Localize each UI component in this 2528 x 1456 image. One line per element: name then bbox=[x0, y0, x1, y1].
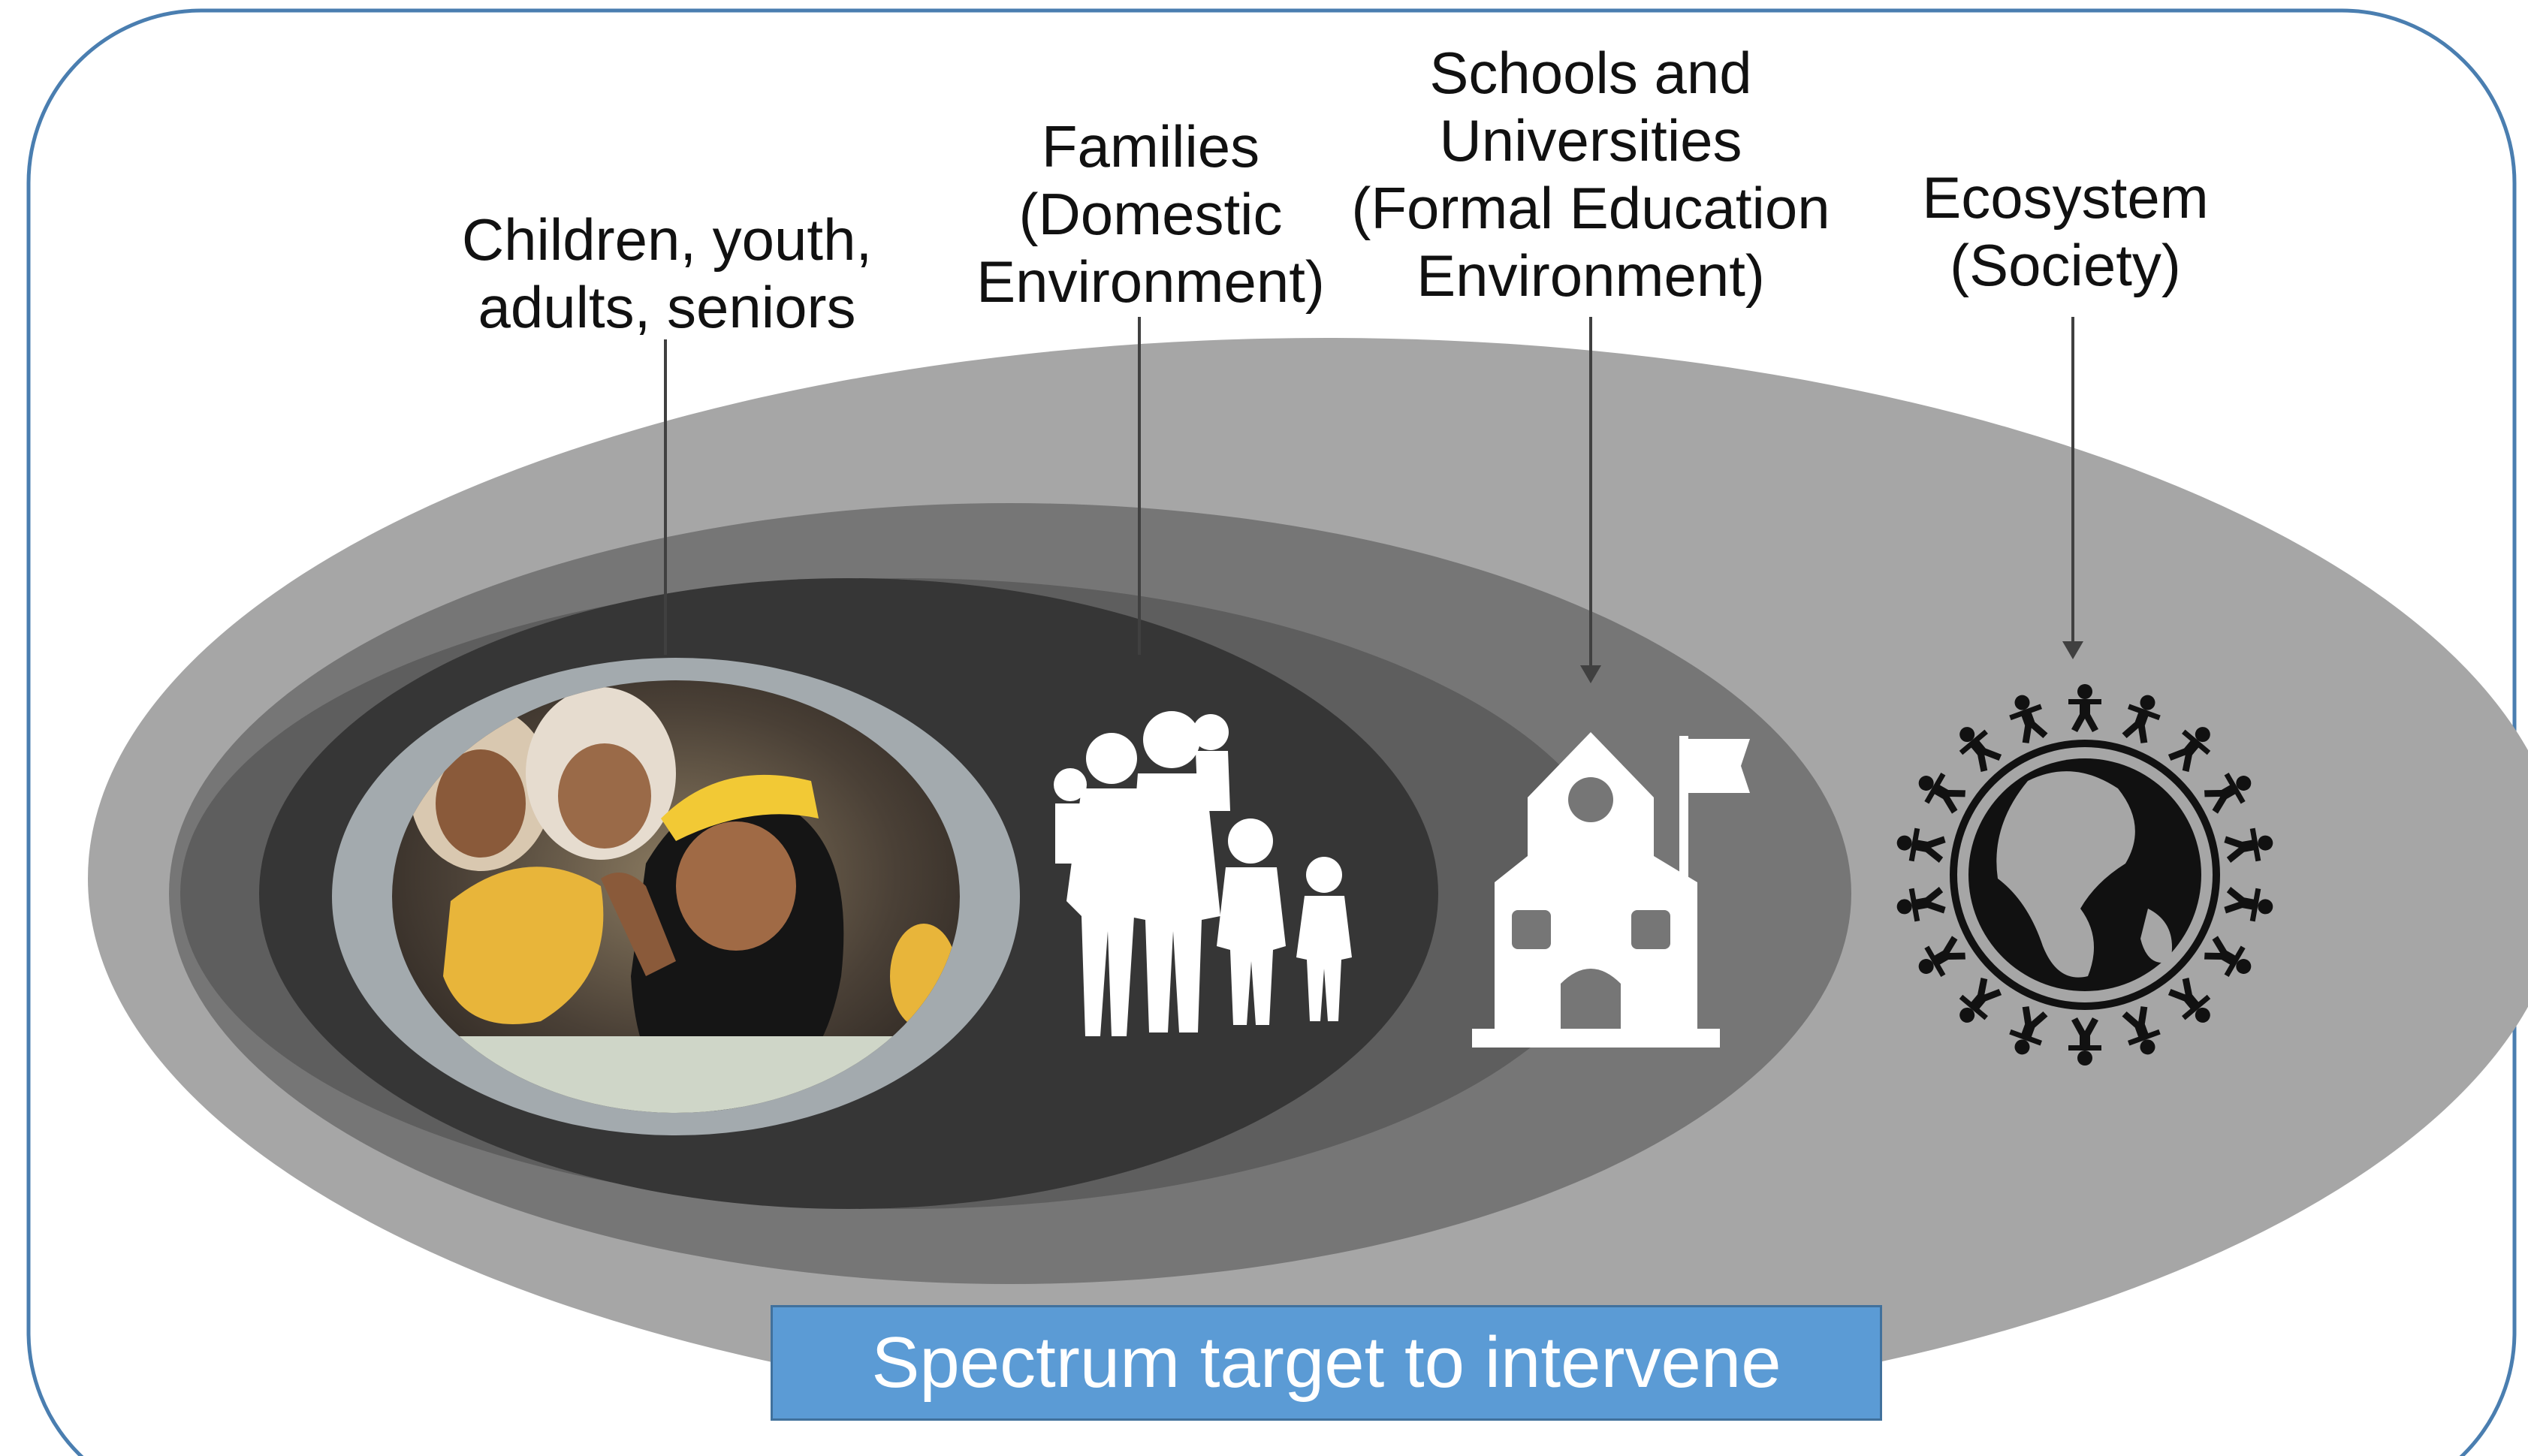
family-silhouette-icon bbox=[1054, 711, 1352, 1036]
label-families-line-2: (Domestic bbox=[1018, 181, 1283, 247]
ring-person-icon bbox=[1896, 887, 1946, 922]
spectrum-banner: Spectrum target to intervene bbox=[771, 1305, 1882, 1421]
ring-person-icon bbox=[2224, 827, 2273, 863]
arrowhead-schools bbox=[1580, 665, 1601, 683]
ring-person-icon bbox=[2168, 978, 2211, 1023]
ring-person-icon bbox=[2204, 772, 2252, 814]
label-families-line-3: Environment) bbox=[976, 249, 1325, 315]
ring-person-icon bbox=[2224, 887, 2273, 922]
label-individuals-line-1: Children, youth, bbox=[461, 206, 873, 273]
label-families-line-1: Families bbox=[1041, 113, 1260, 179]
children-photo bbox=[392, 680, 960, 1113]
label-schools-line-4: Environment) bbox=[1416, 243, 1765, 309]
label-individuals: Children, youth, adults, seniors bbox=[445, 206, 888, 341]
ring-person-icon bbox=[2168, 727, 2211, 772]
label-schools-line-3: (Formal Education bbox=[1351, 175, 1830, 241]
ring-person-icon bbox=[1959, 978, 2002, 1023]
ring-person-icon bbox=[1918, 772, 1965, 814]
ring-person-icon bbox=[1918, 936, 1965, 978]
ring-person-icon bbox=[2068, 1017, 2101, 1066]
school-building-icon bbox=[1472, 732, 1750, 1048]
ring-person-icon bbox=[2068, 684, 2101, 732]
label-schools: Schools and Universities (Formal Educati… bbox=[1343, 39, 1839, 309]
globe-people-ring-icon bbox=[1896, 684, 2273, 1066]
label-ecosystem-line-2: (Society) bbox=[1950, 232, 2181, 298]
ring-person-icon bbox=[2122, 1006, 2161, 1055]
ring-person-icon bbox=[2122, 695, 2161, 743]
ring-person-icon bbox=[2204, 936, 2252, 978]
label-families: Families (Domestic Environment) bbox=[948, 113, 1353, 315]
arrowhead-ecosystem bbox=[2062, 641, 2083, 659]
label-schools-line-1: Schools and bbox=[1429, 40, 1752, 106]
ring-person-icon bbox=[2009, 695, 2048, 743]
label-schools-line-2: Universities bbox=[1439, 107, 1742, 173]
label-ecosystem-line-1: Ecosystem bbox=[1922, 164, 2209, 231]
ring-person-icon bbox=[1896, 827, 1946, 863]
label-ecosystem: Ecosystem (Society) bbox=[1900, 164, 2231, 299]
ring-person-icon bbox=[2009, 1006, 2048, 1055]
ring-person-icon bbox=[1959, 727, 2002, 772]
label-individuals-line-2: adults, seniors bbox=[478, 274, 856, 340]
